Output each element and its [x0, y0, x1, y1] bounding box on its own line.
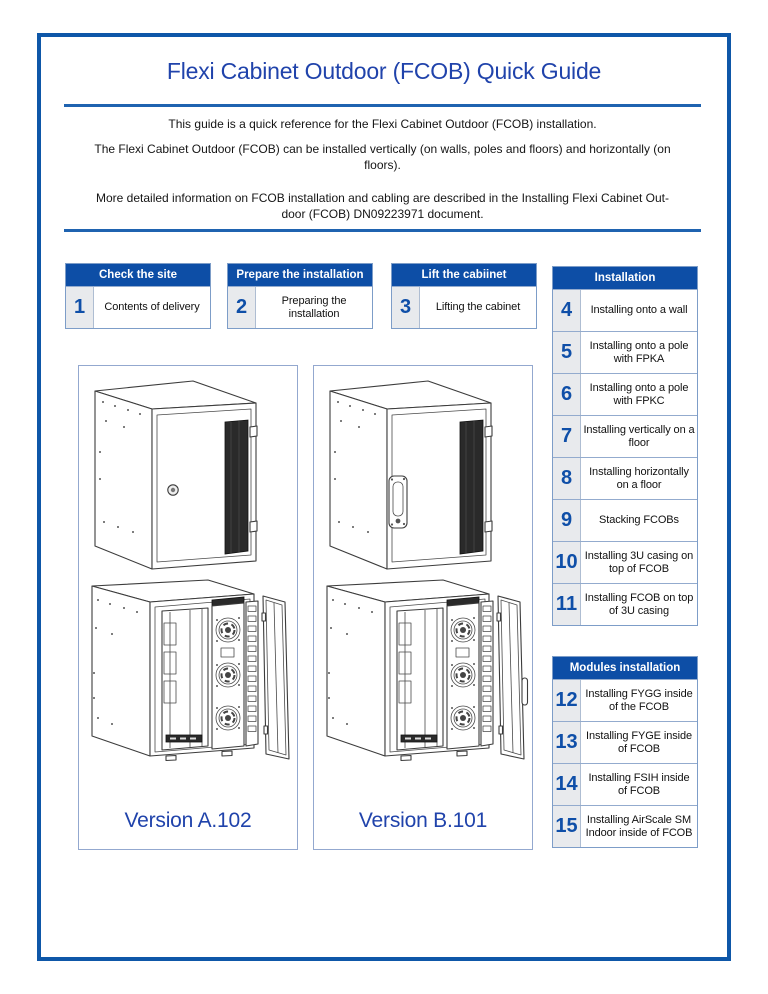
step-number: 10	[553, 542, 581, 583]
table-row: 1 Contents of delivery	[66, 286, 210, 328]
step-number: 9	[553, 500, 581, 541]
step-label: Installing FCOB on top of 3U casing	[584, 592, 694, 617]
table-row: 10 Installing 3U casing on top of FCOB	[553, 541, 697, 583]
table-header: Installation	[553, 267, 697, 289]
intro-paragraph-1: This guide is a quick reference for the …	[64, 116, 701, 132]
title-divider	[64, 104, 701, 107]
step-number: 1	[66, 287, 94, 328]
step-number: 11	[553, 584, 581, 625]
fcob-closed-cabinet-illustration-b	[329, 380, 493, 570]
table-header: Check the site	[66, 264, 210, 286]
table-row: 11 Installing FCOB on top of 3U casing	[553, 583, 697, 625]
step-label: Installing FSIH inside of FCOB	[588, 772, 690, 797]
table-header: Prepare the installation	[228, 264, 372, 286]
intro-paragraph-3: More detailed information on FCOB instal…	[64, 190, 701, 222]
table-row: 13 Installing FYGE inside of FCOB	[553, 721, 697, 763]
table-row: 2 Preparing the installation	[228, 286, 372, 328]
table-row: 5 Installing onto a pole with FPKA	[553, 331, 697, 373]
intro-line: More detailed information on FCOB instal…	[96, 191, 669, 205]
step-number: 13	[553, 722, 581, 763]
intro-divider	[64, 229, 701, 232]
table-row: 7 Installing vertically on a floor	[553, 415, 697, 457]
intro-line: This guide is a quick reference for the …	[168, 117, 597, 131]
figure-panel-version-b: Version B.101	[313, 365, 533, 850]
fcob-open-cabinet-illustration-b	[326, 579, 529, 762]
step-number: 12	[553, 680, 581, 721]
table-row: 3 Lifting the cabinet	[392, 286, 536, 328]
step-number: 7	[553, 416, 581, 457]
step-table-check-the-site: Check the site 1 Contents of delivery	[65, 263, 211, 329]
intro-line: door (FCOB) DN09223971 document.	[281, 207, 484, 221]
step-number: 4	[553, 290, 581, 331]
table-row: 12 Installing FYGG inside of the FCOB	[553, 679, 697, 721]
table-row: 8 Installing horizontally on a floor	[553, 457, 697, 499]
fcob-open-cabinet-illustration-a	[91, 579, 290, 762]
step-number: 2	[228, 287, 256, 328]
step-number: 3	[392, 287, 420, 328]
step-table-prepare-installation: Prepare the installation 2 Preparing the…	[227, 263, 373, 329]
table-row: 9 Stacking FCOBs	[553, 499, 697, 541]
intro-paragraph-2: The Flexi Cabinet Outdoor (FCOB) can be …	[64, 141, 701, 173]
step-number: 14	[553, 764, 581, 805]
step-label: Preparing the installation	[281, 295, 347, 320]
page-title: Flexi Cabinet Outdoor (FCOB) Quick Guide	[166, 58, 602, 84]
step-table-modules-installation: Modules installation 12 Installing FYGG …	[552, 656, 698, 848]
step-number: 8	[553, 458, 581, 499]
figure-panel-version-a: Version A.102	[78, 365, 298, 850]
table-row: 6 Installing onto a pole with FPKC	[553, 373, 697, 415]
step-number: 5	[553, 332, 581, 373]
figure-caption: Version A.102	[124, 809, 252, 832]
step-label: Installing horizontally on a floor	[589, 466, 689, 491]
table-header: Modules installation	[553, 657, 697, 679]
step-label: Installing onto a pole with FPKC	[589, 382, 689, 407]
intro-line: The Flexi Cabinet Outdoor (FCOB) can be …	[94, 142, 671, 156]
step-label: Contents of delivery	[104, 301, 200, 314]
intro-line: floors).	[364, 158, 401, 172]
table-row: 15 Installing AirScale SM Indoor inside …	[553, 805, 697, 847]
step-label: Installing vertically on a floor	[583, 424, 695, 449]
fcob-closed-cabinet-illustration-a	[94, 380, 258, 570]
step-table-installation: Installation 4 Installing onto a wall 5 …	[552, 266, 698, 626]
figure-caption: Version B.101	[358, 809, 488, 832]
table-header: Lift the cabiinet	[392, 264, 536, 286]
step-label: Installing onto a pole with FPKA	[589, 340, 689, 365]
step-label: Installing 3U casing on top of FCOB	[584, 550, 694, 575]
step-label: Installing FYGG inside of the FCOB	[585, 688, 693, 713]
table-row: 4 Installing onto a wall	[553, 289, 697, 331]
step-label: Installing onto a wall	[590, 304, 688, 317]
step-number: 15	[553, 806, 581, 847]
step-label: Lifting the cabinet	[435, 301, 521, 314]
step-number: 6	[553, 374, 581, 415]
table-row: 14 Installing FSIH inside of FCOB	[553, 763, 697, 805]
step-table-lift-cabinet: Lift the cabiinet 3 Lifting the cabinet	[391, 263, 537, 329]
step-label: Stacking FCOBs	[599, 514, 679, 527]
step-label: Installing AirScale SM Indoor inside of …	[585, 814, 693, 839]
step-label: Installing FYGE inside of FCOB	[585, 730, 693, 755]
